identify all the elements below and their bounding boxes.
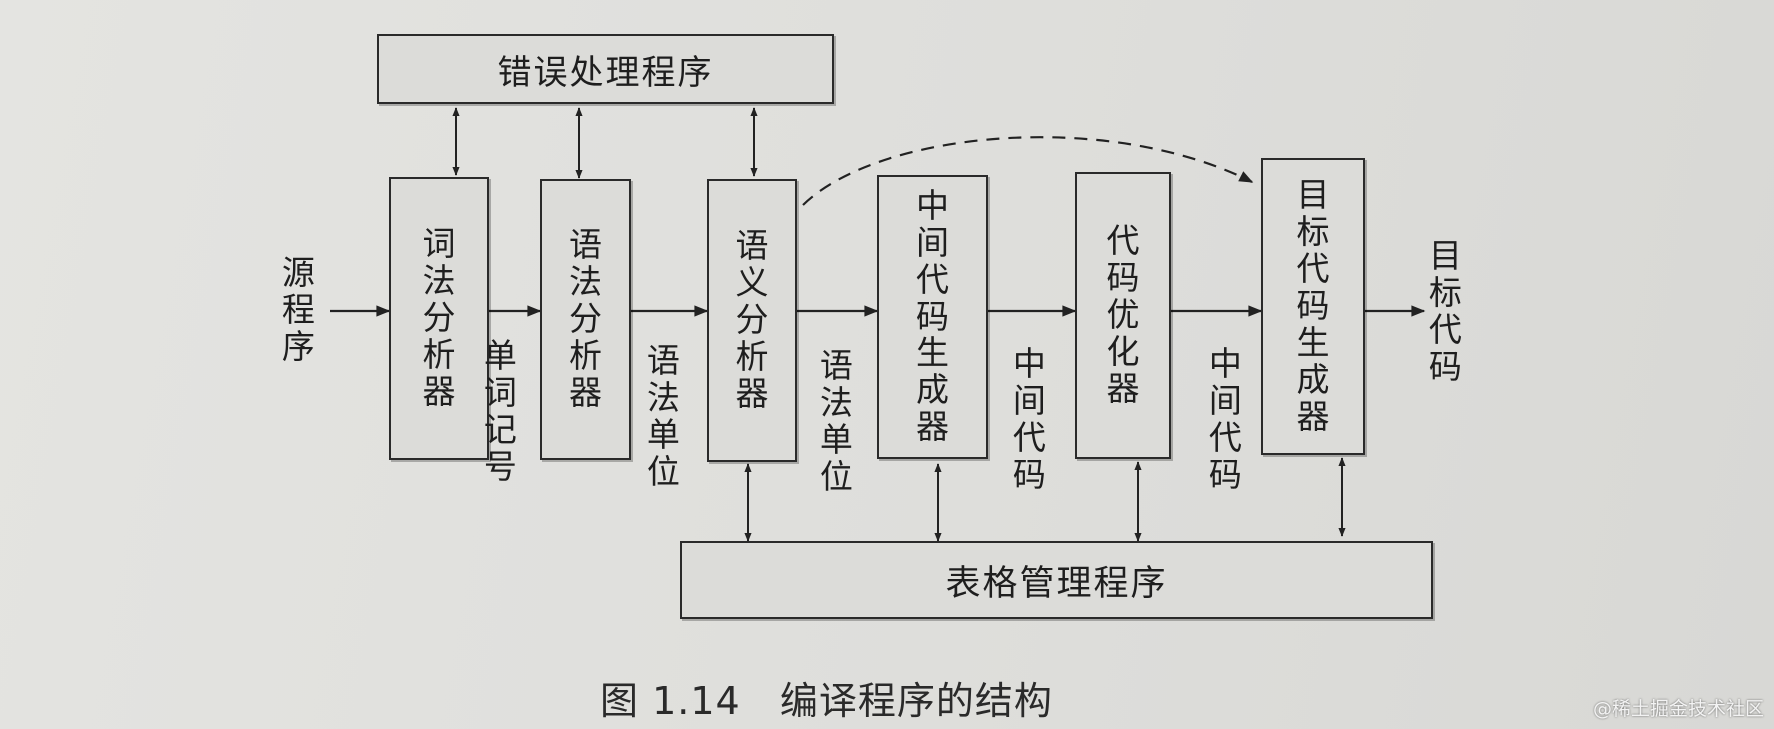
stage-codegen-label: 目标代码生成器 <box>1296 175 1330 436</box>
stage-optimizer-box: 代码优化器 <box>1075 172 1171 459</box>
table-manager-label: 表格管理程序 <box>945 563 1168 604</box>
error-handler-box: 错误处理程序 <box>377 34 834 104</box>
stage-semantic-label: 语义分析器 <box>735 226 769 413</box>
stage-parser-box: 语法分析器 <box>540 179 631 460</box>
stage-lexer-box: 词法分析器 <box>389 177 489 460</box>
flow-label-tokens: 单词记号 <box>483 336 517 486</box>
stage-codegen-box: 目标代码生成器 <box>1261 158 1365 455</box>
dashed-bypass-arrow <box>802 136 1254 206</box>
input-label: 源程序 <box>281 253 315 366</box>
output-label: 目标代码 <box>1428 236 1462 386</box>
watermark: @稀土掘金技术社区 <box>1592 698 1764 720</box>
stage-optimizer-label: 代码优化器 <box>1106 221 1140 408</box>
stage-icg-label: 中间代码生成器 <box>915 185 949 447</box>
flow-label-intermediate-code-2: 中间代码 <box>1208 344 1242 494</box>
error-handler-label: 错误处理程序 <box>497 52 714 93</box>
table-manager-box: 表格管理程序 <box>680 541 1433 619</box>
stage-icg-box: 中间代码生成器 <box>877 175 988 459</box>
stage-lexer-label: 词法分析器 <box>422 224 456 411</box>
flow-label-syntax-units-1: 语法单位 <box>646 341 680 491</box>
stage-semantic-box: 语义分析器 <box>707 179 797 462</box>
figure-caption: 图 1.14 编译程序的结构 <box>600 679 1053 723</box>
stage-parser-label: 语法分析器 <box>568 225 602 412</box>
flow-label-intermediate-code-1: 中间代码 <box>1012 344 1046 494</box>
flow-label-syntax-units-2: 语法单位 <box>819 346 853 496</box>
